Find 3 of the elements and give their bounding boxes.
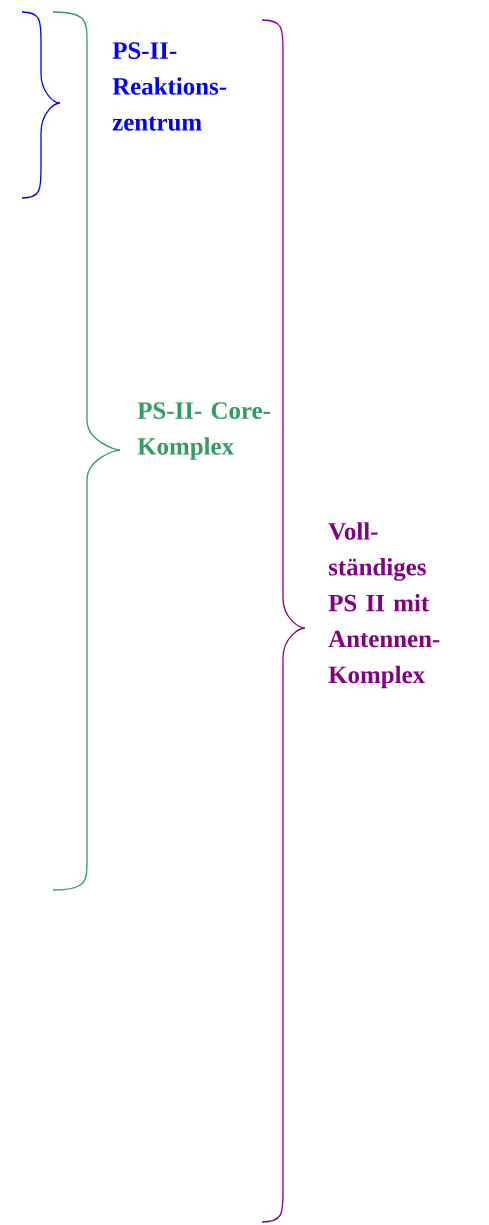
brace-label: Voll- ständiges PS II mit Antennen- Komplex [328,522,440,689]
brace-label: PS-II- Core- Komplex [137,402,271,460]
brace-label: PS-II- Reaktions- zentrum [112,42,227,131]
